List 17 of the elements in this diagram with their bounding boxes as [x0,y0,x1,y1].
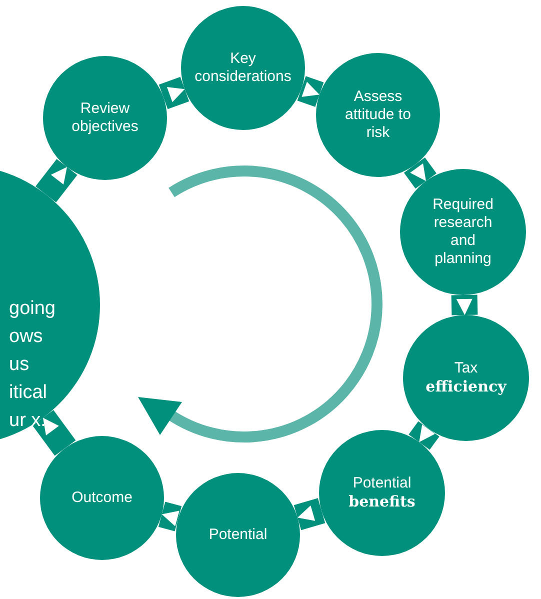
arrow [297,76,324,107]
arrow [404,158,436,189]
arrow [32,410,76,456]
step-label: Outcome [70,489,134,507]
step-label: Tax efficiency [424,360,508,396]
step-label: Required research and planning [432,196,494,268]
step-label: going ows us itical ur x. [9,297,56,433]
arrow [408,421,440,450]
arrow [36,159,78,202]
step-label: Potential benefits [348,474,416,512]
step-label: Key considerations [194,50,292,86]
arrow [158,502,182,532]
arrow [158,76,190,110]
arrow [294,498,326,530]
step-label: Review objectives [70,100,140,136]
step-label: Potential [208,526,268,544]
step-label: Assess attitude to risk [344,88,412,142]
